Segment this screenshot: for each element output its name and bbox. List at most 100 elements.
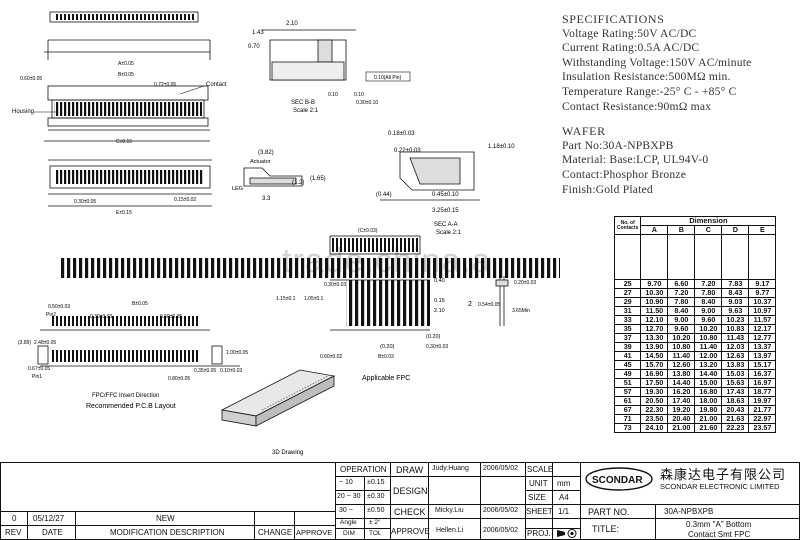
pcb-layout: [37, 316, 240, 367]
tol-range-2: 20 ~ 30: [337, 493, 361, 500]
actuator-label: Actuator: [250, 159, 271, 165]
dim-33-label: 3.3: [262, 196, 271, 202]
spec-line-temperature: Temperature Range:-25° C - +85° C: [562, 84, 737, 98]
operation-label: OPERATION: [340, 465, 387, 474]
wafer-line-material: Material: Base:LCP, UL94V-0: [562, 153, 709, 167]
dim-035-label: 0.35±0.05: [194, 368, 216, 374]
dim-col-a: A: [640, 225, 669, 235]
unit-value: mm: [557, 479, 571, 488]
applicable-fpc: [329, 235, 430, 331]
dim-045-label: 0.45±0.10: [432, 192, 459, 198]
dim-label: DIM: [343, 530, 355, 537]
dimension-cell: 22.23: [721, 423, 750, 433]
dim-010allpin-label: 0.10(All Pin): [374, 75, 402, 81]
sheet-value: 1/1: [558, 507, 570, 516]
dim-d-label: (C±0.03): [358, 228, 378, 234]
rev-approve-label: APPROVE: [296, 528, 333, 537]
dim-080-label: 0.80±0.05: [168, 376, 190, 382]
fpc-side-profile: [495, 276, 509, 326]
section-bb-view: [262, 29, 356, 81]
approve-date: 2006/05/02: [483, 527, 519, 534]
dim-col-c: C: [694, 225, 723, 235]
check-date: 2006/05/02: [483, 507, 519, 514]
logo-text: SCONDAR: [592, 475, 643, 486]
approve-label: APPROVE: [391, 527, 430, 536]
table-cell-obscured: [694, 234, 723, 280]
table-row-obscured: [613, 234, 777, 280]
dim-210b-label: 2.10: [434, 308, 445, 314]
sec-aa-title: SEC A-A: [434, 222, 458, 228]
sheet-label: SHEET: [526, 507, 553, 516]
dim-020b-label: (0.20): [380, 344, 395, 350]
check-label: CHECK: [394, 507, 426, 517]
size-value: A4: [559, 493, 569, 502]
housing-label: Housing: [12, 109, 34, 115]
dim-060-label: 0.60±0.05: [20, 76, 42, 82]
date-label: DATE: [42, 528, 63, 537]
dim-054-label: 0.54±0.05: [478, 302, 500, 308]
table-cell-obscured: [721, 234, 750, 280]
dim-010b-label: 0.10: [354, 92, 364, 98]
angle-label: Angle: [340, 519, 357, 526]
dim-015b-label: 0.15: [434, 298, 445, 304]
dim-col-e: E: [748, 225, 777, 235]
dim-010a-label: 0.10: [328, 92, 338, 98]
part-no-label: PART NO.: [588, 507, 630, 517]
dim-b003-label: B±0.03: [378, 354, 394, 360]
scondar-logo: SCONDAR: [585, 467, 653, 491]
dimension-cell: 23.57: [748, 423, 777, 433]
table-cell-obscured: [640, 234, 669, 280]
dim-col-d: D: [721, 225, 750, 235]
dim-030e-label: 0.30±0.03: [90, 314, 112, 320]
contacts-header: No. of Contacts: [613, 216, 642, 235]
dim-col-b: B: [667, 225, 696, 235]
company-name-cn: 森康达电子有限公司: [660, 467, 787, 482]
dim-020a-label: (0.20): [426, 334, 441, 340]
spec-line-current: Current Rating:0.5A AC/DC: [562, 41, 700, 55]
title-line-1: 0.3mm "A" Bottom: [686, 520, 752, 529]
tol-value-2: ±0.30: [367, 493, 385, 500]
spec-line-withstanding: Withstanding Voltage:150V AC/minute: [562, 55, 752, 69]
applicable-fpc-label: Applicable FPC: [362, 375, 410, 382]
dim-b-label: B±0.05: [118, 72, 134, 78]
top-view-connector: [44, 11, 211, 142]
dim-100-label: 1.00±0.05: [226, 350, 248, 356]
dim-022-label: 0.22±0.03: [394, 148, 421, 154]
approve-name: Hellen.Li: [436, 527, 464, 534]
dim-165-label: (1.65): [310, 176, 326, 182]
wafer-line-contact: Contact:Phosphor Bronze: [562, 167, 687, 181]
actuator-side-view: [243, 167, 303, 187]
dim-030c-label: 0.30±0.03: [324, 282, 346, 288]
pin1-label: Pin1: [32, 374, 42, 380]
check-name: Micky.Liu: [435, 507, 464, 514]
rev-desc: NEW: [156, 514, 175, 523]
dim-044-label: (0.44): [376, 192, 392, 198]
flatness-frame: [365, 71, 411, 82]
modification-label: MODIFICATION DESCRIPTION: [110, 528, 225, 537]
dim-c-label: C±0.15: [116, 139, 132, 145]
section-aa-view: [380, 151, 480, 201]
contact-label: Contact: [206, 82, 227, 88]
rev-value: 0: [12, 514, 17, 523]
sec-bb-scale: Scale 2:1: [293, 108, 319, 114]
rev-date: 05/12/27: [33, 514, 65, 523]
fpc-insert-label: FPC/FFC Insert Direction: [92, 393, 159, 399]
tol-value-1: ±0.15: [367, 479, 385, 486]
engineering-drawing: trade.china.a A±0.05 B±0.05 0.60±0.05 0.…: [12, 11, 560, 456]
wafer-line-finish: Finish:Gold Plated: [562, 182, 653, 196]
pin2-label: Pin2: [46, 312, 56, 318]
tol-value-3: ±0.50: [367, 507, 385, 514]
connector-3d-view: [220, 369, 336, 427]
dim-118-label: 1.18±0.10: [488, 144, 515, 150]
